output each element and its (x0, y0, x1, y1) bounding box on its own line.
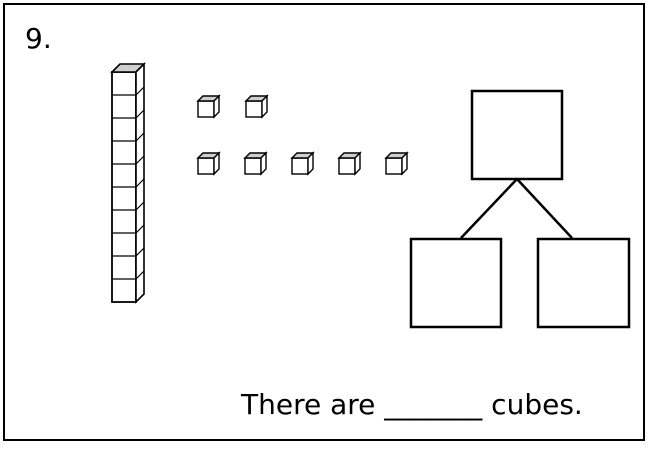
unit-cube-icon (243, 151, 268, 176)
answer-sentence: There are _______ cubes. (241, 388, 583, 421)
bond-line-left (460, 178, 518, 239)
bond-box-part-right[interactable] (536, 237, 631, 329)
bond-box-part-left[interactable] (409, 237, 503, 329)
unit-cube-icon (196, 151, 221, 176)
unit-cube-icon (337, 151, 362, 176)
question-number: 9. (25, 22, 52, 55)
unit-cubes (196, 94, 409, 176)
unit-cube-icon (384, 151, 409, 176)
number-bond-diagram (409, 89, 631, 329)
ten-rod-icon (110, 62, 146, 304)
worksheet-card: 9. There are _______ cubes. (3, 3, 645, 441)
bond-line-right (516, 178, 573, 239)
unit-cube-icon (290, 151, 315, 176)
bond-box-whole[interactable] (470, 89, 564, 181)
figure (110, 62, 631, 329)
unit-cube-icon (244, 94, 269, 119)
unit-cube-icon (196, 94, 221, 119)
